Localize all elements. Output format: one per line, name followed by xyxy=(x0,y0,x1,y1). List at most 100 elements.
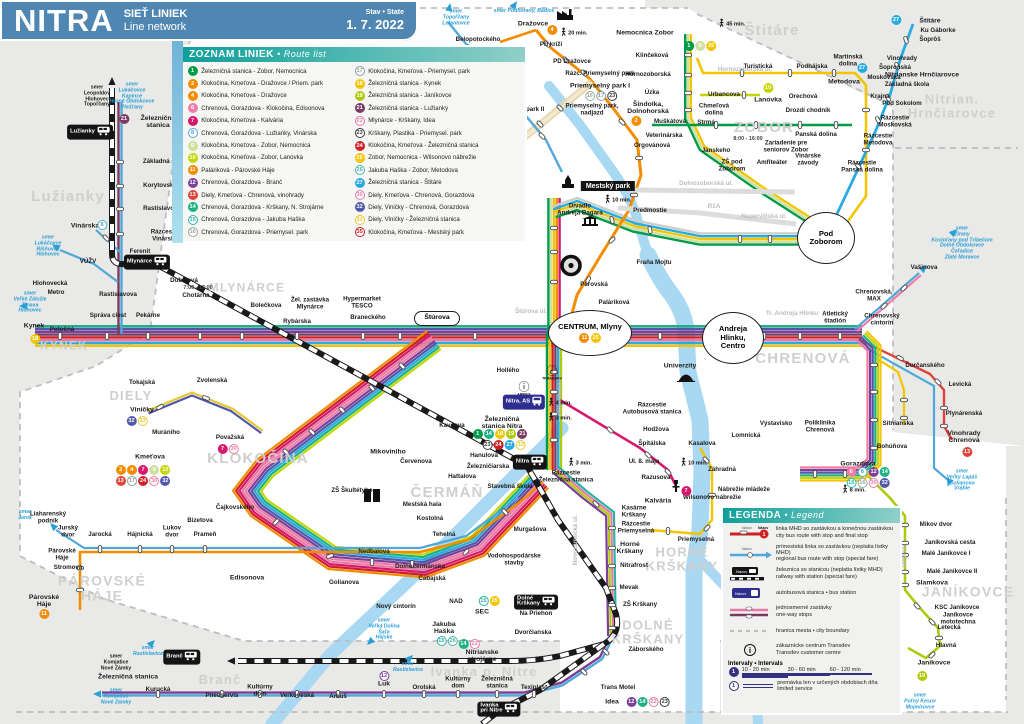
terminal-badges: 27 xyxy=(856,63,867,73)
district-label: Štitáre xyxy=(744,22,800,40)
stop-label: Malé Janíkovce II xyxy=(926,567,978,575)
stop-label: Dražovce xyxy=(517,20,549,28)
route-line xyxy=(259,348,533,556)
hub--t-rova: Štúrova xyxy=(414,310,460,326)
hub-label: CENTRUM, Mlyny xyxy=(558,322,622,332)
stop-label: Moskovská xyxy=(867,73,901,81)
stop-label: Martinská dolina xyxy=(833,53,863,67)
stop-label: Metro xyxy=(47,288,65,296)
route-badge-14: 14 xyxy=(879,467,890,477)
stop-label: Potočná xyxy=(49,325,75,333)
legend-item-graphic: Názov xyxy=(728,545,772,561)
route-badge-10: 10 xyxy=(187,152,198,163)
walker-icon xyxy=(561,27,567,39)
stop-label: Klinčeková xyxy=(635,51,669,59)
stop-marker xyxy=(257,689,263,699)
stop-marker xyxy=(894,62,900,70)
flow-arrow xyxy=(50,523,59,532)
stop-label: Rázc. Priemyselný park xyxy=(565,69,635,77)
stop-marker xyxy=(115,159,125,165)
stop-marker xyxy=(739,68,745,78)
stop-marker xyxy=(913,602,921,610)
stop-marker xyxy=(797,120,803,130)
stop-label: Nemocnica Zobor xyxy=(616,29,674,37)
railway-station-label: Nitra xyxy=(515,458,530,465)
legend-regional-icon: Názov xyxy=(730,547,772,559)
stop-label: Krajná xyxy=(870,92,890,100)
direction-note: smer Lukáčovce Kapince Horné Obdokovce P… xyxy=(109,81,155,111)
direction-note: smer Jarok xyxy=(18,509,32,521)
legend-item: Názov železnica so stanicou (neplatia lís… xyxy=(723,564,900,583)
stop-label: Hornozoborská xyxy=(625,70,671,78)
stop-label: Vinohrady xyxy=(886,54,918,62)
terminal-badges: 7 xyxy=(680,486,691,496)
route-name: Klokočina, Kmeťova - Zobor, Nemocnica xyxy=(201,142,311,150)
stop-marker xyxy=(664,468,672,476)
stop-label: Špitálska xyxy=(638,439,666,447)
route-line xyxy=(800,339,869,469)
stop-label: Pekárne xyxy=(135,311,161,319)
stop-label: Stromová xyxy=(53,563,83,571)
stop-marker xyxy=(837,331,843,341)
route-line xyxy=(148,394,262,434)
route-name: Klokočina, Kmeťova - Kalvária xyxy=(201,117,284,125)
route-line xyxy=(800,338,872,472)
legend-item-text: železnica so stanicou (neplatia lístky M… xyxy=(776,567,883,580)
flow-arrow xyxy=(918,265,927,274)
route-line xyxy=(865,347,949,481)
stop-marker xyxy=(409,559,415,569)
legend-title: LEGENDA xyxy=(729,510,782,521)
stop-label: Nábrežie mládeže xyxy=(718,485,770,493)
route-line xyxy=(551,196,798,235)
stop-label: Trans Motel xyxy=(600,683,636,691)
stop-marker xyxy=(880,302,888,310)
walk-minutes: 3 min. xyxy=(575,460,592,466)
stop-label: Štitáre xyxy=(919,17,941,25)
stop-label: Kultúrny dom xyxy=(445,675,471,689)
stop-label: Šindolka, Dolnohorská xyxy=(627,100,669,115)
stop-marker xyxy=(900,522,910,528)
route-badge-35: 35 xyxy=(354,227,365,238)
stop-label: Viničky xyxy=(130,406,154,414)
route-line xyxy=(818,23,915,251)
district-label: MLYNÁRCE xyxy=(208,280,286,295)
stop-label: Lomnická xyxy=(731,431,761,439)
route-badge-33: 33 xyxy=(515,440,526,450)
stop-label: Štúrova ul. xyxy=(515,307,547,315)
interval-bar xyxy=(829,673,872,676)
route-line xyxy=(859,338,954,441)
stop-marker xyxy=(707,492,717,498)
route-badge-32: 32 xyxy=(126,416,137,426)
stop-label: Liaharenský podnik xyxy=(29,510,67,524)
route-line xyxy=(241,336,544,571)
stop-label: Luk xyxy=(377,680,391,688)
stop-label: Prameň xyxy=(193,530,217,538)
info-point-label: TRANSDEV xyxy=(542,376,562,381)
stop-label: Letecká xyxy=(937,623,961,631)
stop-label: Fraňa Mojtu xyxy=(636,258,672,266)
route-name: Diely, Viničky - Chrenová, Gorazdova xyxy=(368,203,469,211)
stop-label: Wilsonovo nábrežie xyxy=(682,493,742,501)
flow-arrow xyxy=(93,690,101,698)
stop-label: Poliklinika Chrenová xyxy=(804,419,836,433)
interval-bin: 30 - 60 min xyxy=(787,667,830,677)
stop-marker xyxy=(607,525,617,531)
legend-item: hranica mesta • city boundary xyxy=(723,621,900,640)
direction-note: smer Topoľčany Lefantovce xyxy=(442,8,470,26)
district-label: Lužianky xyxy=(31,188,105,206)
svg-text:Názov: Názov xyxy=(736,569,747,574)
stop-label: Gorazdova xyxy=(840,460,876,468)
walker-icon xyxy=(568,457,574,469)
stop-label: Drozdí chodník xyxy=(785,106,831,114)
route-badge-19: 19 xyxy=(354,90,365,101)
route-name: Klokočina, Kmeťova - Železničná stanica xyxy=(368,142,479,150)
route-line xyxy=(250,342,539,564)
stop-marker xyxy=(326,553,334,559)
